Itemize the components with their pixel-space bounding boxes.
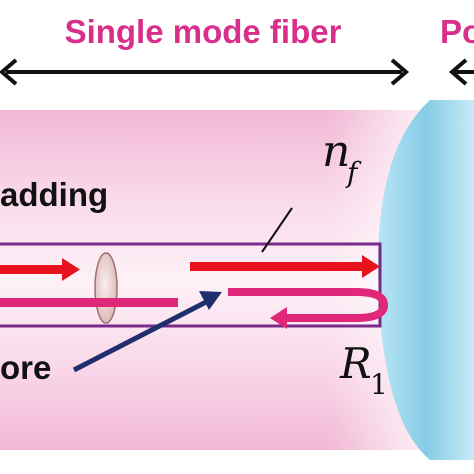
core-pointer-arrowhead <box>199 291 222 310</box>
core-pointer-line <box>72 297 212 373</box>
po-label: Po <box>440 13 474 50</box>
reflected-beam-loop <box>355 288 389 322</box>
forward-beam-right <box>190 262 365 271</box>
r1-label: R <box>339 339 372 388</box>
reflected-arrowhead <box>270 307 287 329</box>
single-mode-fiber-label: Single mode fiber <box>65 13 342 50</box>
core-label: ore <box>0 349 51 386</box>
forward-arrowhead-right <box>362 255 380 278</box>
po-span-arrowhead-left <box>448 58 468 86</box>
reflected-beam-left <box>0 298 178 307</box>
nf-label: n <box>322 126 350 177</box>
lens <box>94 252 118 324</box>
forward-arrowhead-left <box>62 258 80 281</box>
reflected-beam-return <box>285 314 358 322</box>
span-arrowhead-left <box>0 58 18 86</box>
span-arrowhead-right <box>390 58 410 86</box>
nf-pointer-line <box>261 207 293 253</box>
forward-beam-left <box>0 265 66 274</box>
r1-subscript: 1 <box>370 368 388 401</box>
reflected-beam-right <box>228 288 358 296</box>
end-face <box>377 100 474 460</box>
cladding-label: adding <box>0 176 108 213</box>
core-outline <box>0 242 382 328</box>
